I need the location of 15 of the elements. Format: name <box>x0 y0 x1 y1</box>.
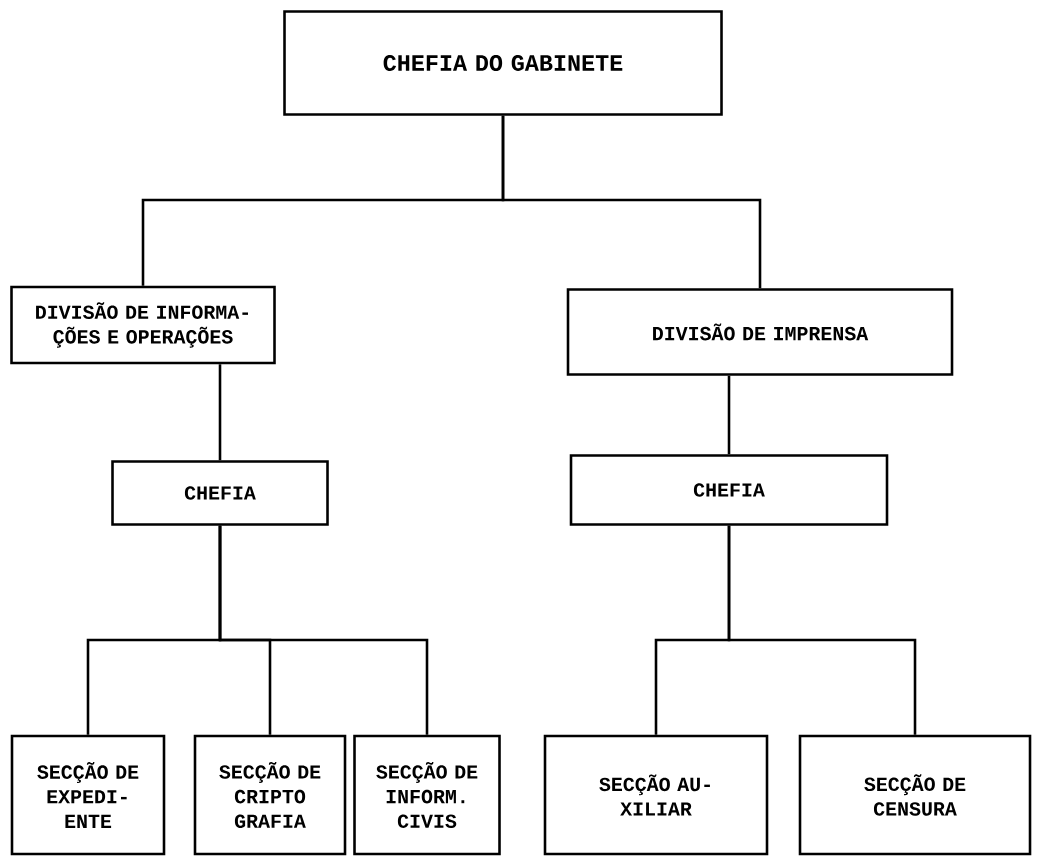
org-box: DIVISÃO DE INFORMA- ÇÕES E OPERAÇÕES <box>10 285 276 365</box>
connector-line <box>218 525 429 735</box>
org-box: CHEFIA <box>569 454 889 526</box>
connector-line <box>501 115 762 289</box>
org-box: SECÇÃO DE EXPEDI- ENTE <box>10 734 166 856</box>
connector-line <box>727 375 731 455</box>
org-box: CHEFIA <box>111 460 329 526</box>
org-box: SECÇÃO AU- XILIAR <box>543 734 769 856</box>
org-box: SECÇÃO DE CENSURA <box>798 734 1032 856</box>
org-box: CHEFIA DO GABINETE <box>283 10 723 116</box>
org-box: SECÇÃO DE CRIPTO GRAFIA <box>193 734 347 856</box>
connector-line <box>218 364 222 461</box>
org-box: DIVISÃO DE IMPRENSA <box>566 288 954 376</box>
connector-line <box>727 525 917 735</box>
org-box: SECÇÃO DE INFORM. CIVIS <box>353 734 501 856</box>
